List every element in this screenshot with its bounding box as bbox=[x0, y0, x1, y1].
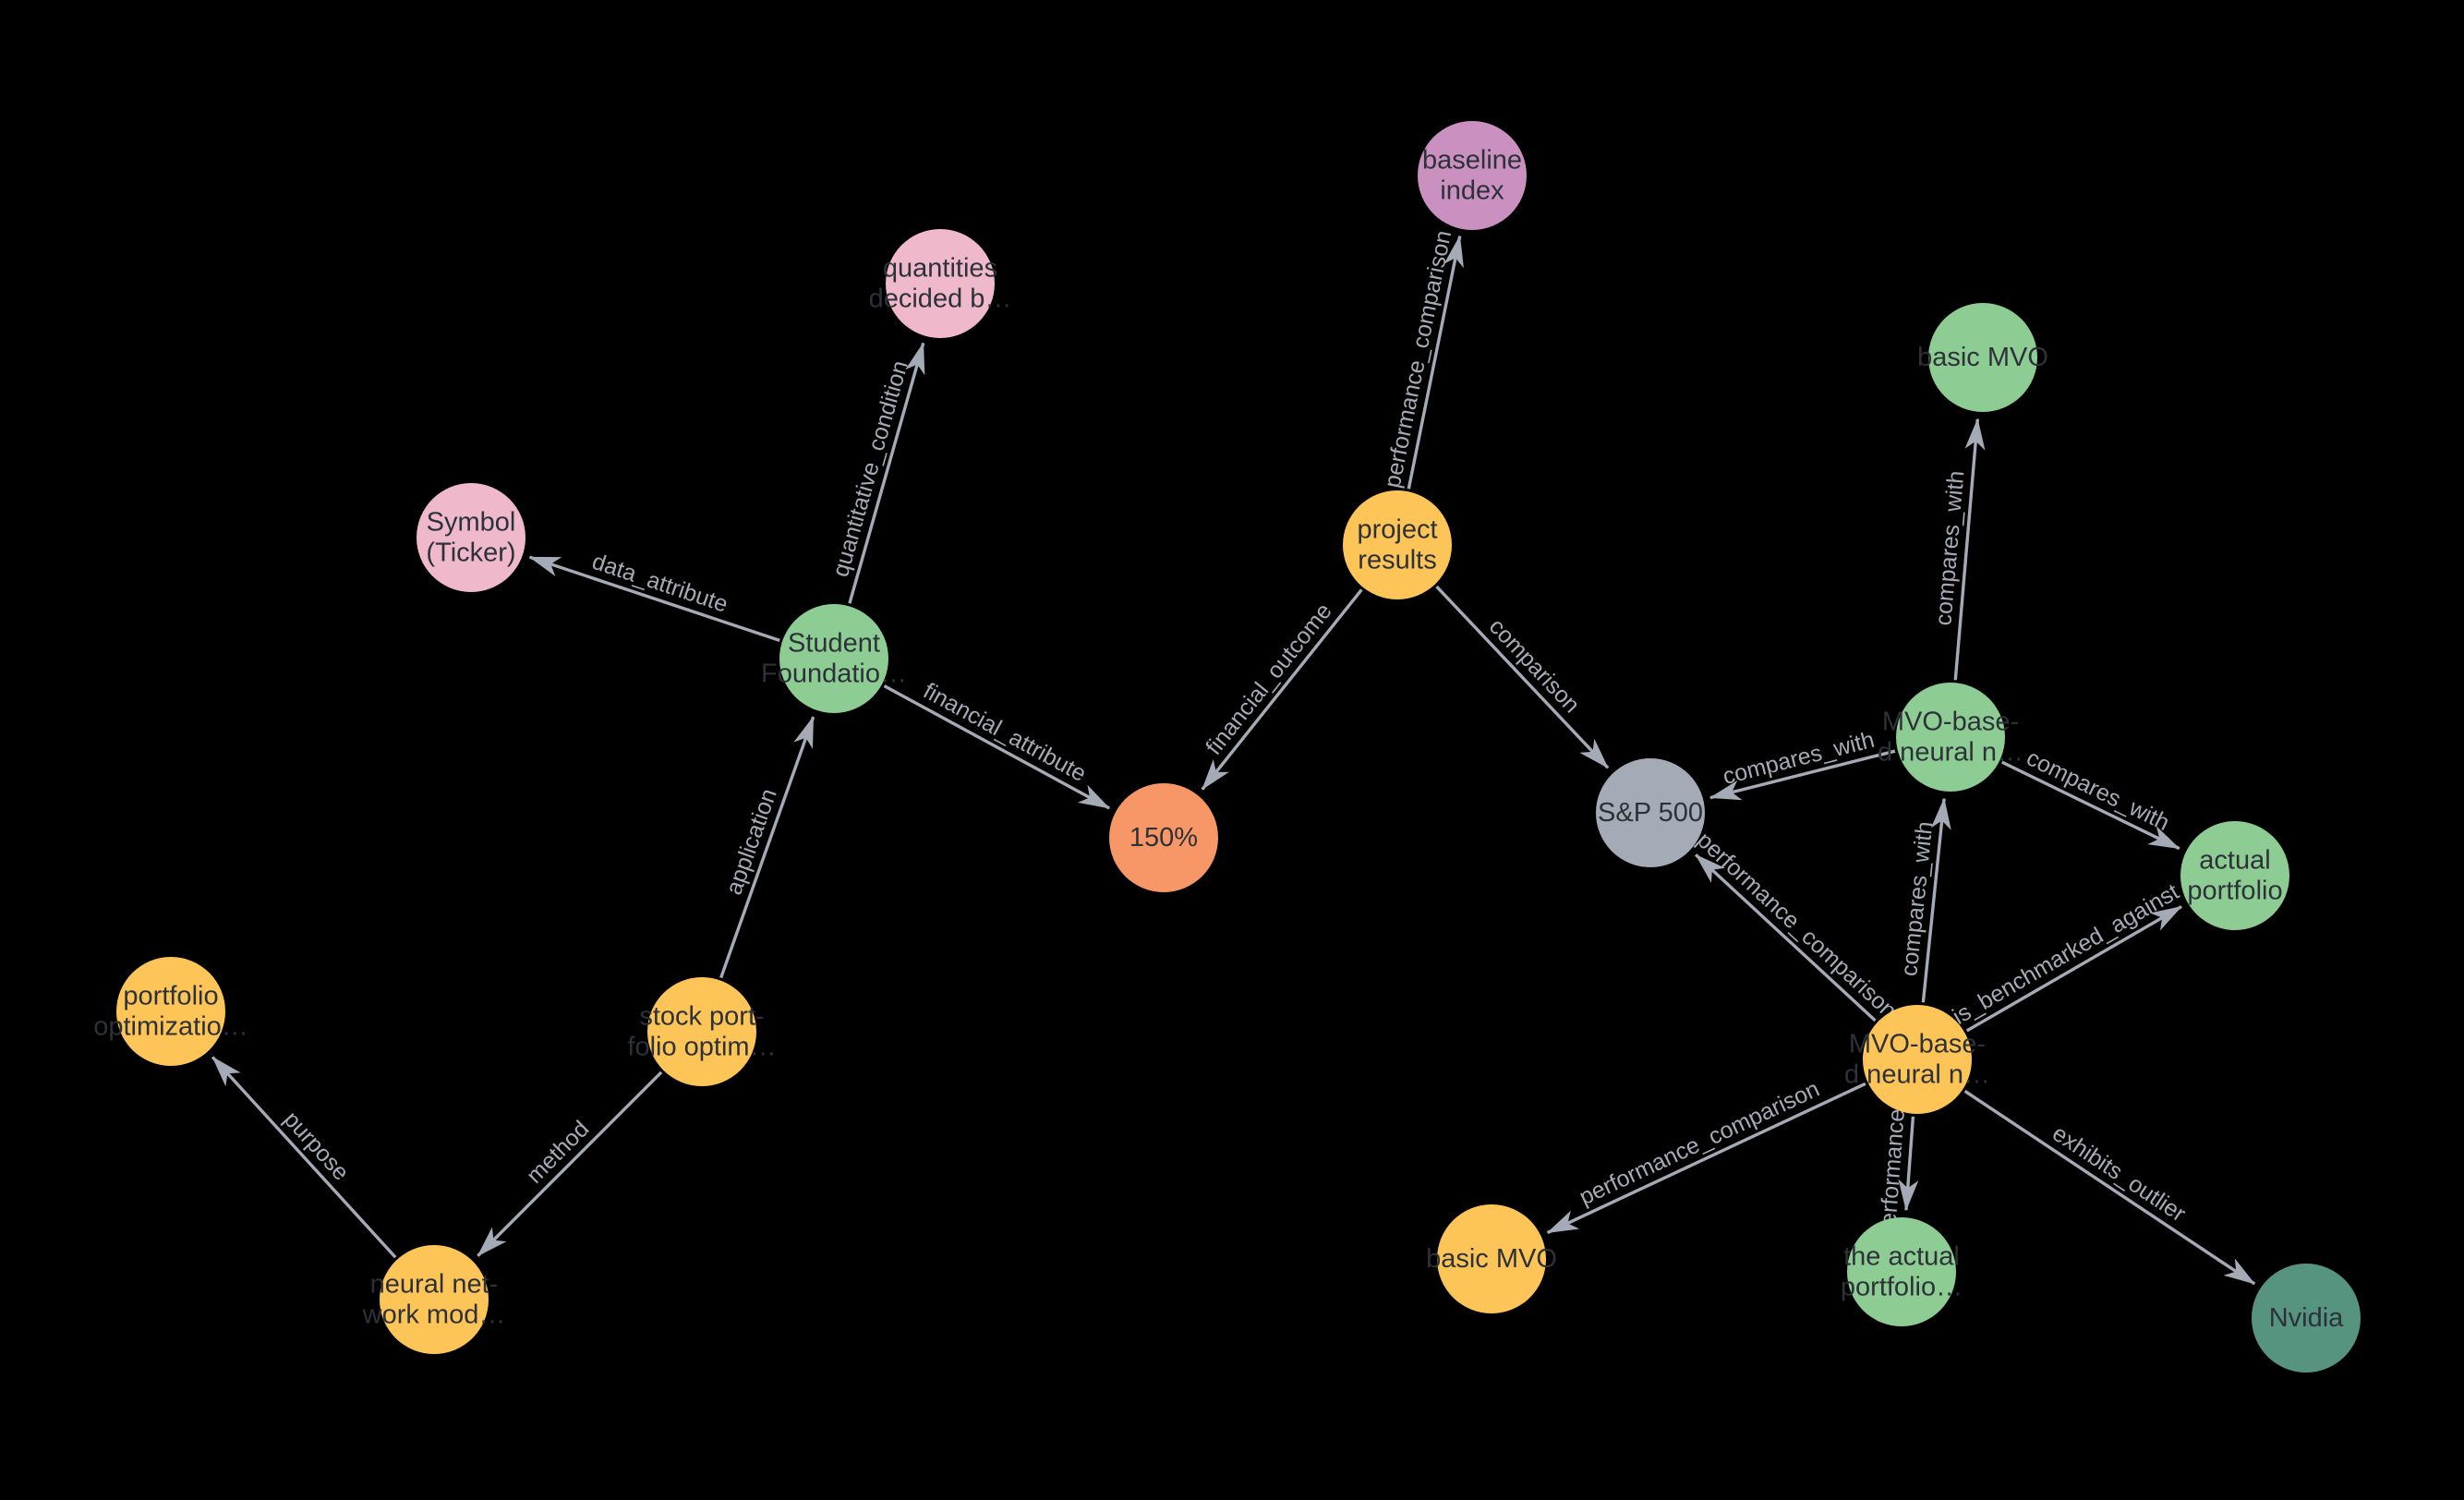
relationship-type-label[interactable]: exhibits_outlier bbox=[2047, 1120, 2190, 1228]
relationship-type-label[interactable]: is_benchmarked_against bbox=[1949, 878, 2184, 1029]
edge-mvo-neural-yellow-to-basic-mvo-bottom[interactable]: performance_comparison bbox=[1546, 1076, 1866, 1235]
node-stock-portfolio-opt[interactable]: stock port-folio optim… bbox=[627, 977, 777, 1086]
relationship-type-label[interactable]: financial_attribute bbox=[919, 678, 1091, 787]
relationship-type-label[interactable]: application bbox=[721, 785, 782, 898]
node-circle-nvidia[interactable] bbox=[2252, 1264, 2361, 1373]
relationship-type-label[interactable]: compares_with bbox=[1721, 727, 1878, 790]
node-circle-symbol-ticker[interactable] bbox=[417, 483, 525, 592]
node-circle-mvo-neural-yellow[interactable] bbox=[1863, 1005, 1972, 1114]
node-pct-150[interactable]: 150% bbox=[1109, 783, 1218, 892]
relationship-type-label[interactable]: quantitative_condition bbox=[827, 357, 913, 579]
edge-mvo-neural-green-to-sp-500[interactable]: compares_with bbox=[1709, 727, 1896, 801]
relationship-arrow[interactable] bbox=[1898, 1116, 1919, 1212]
node-circle-neural-network-model[interactable] bbox=[380, 1245, 489, 1354]
node-circle-mvo-neural-green[interactable] bbox=[1896, 683, 2005, 792]
node-circle-basic-mvo-bottom[interactable] bbox=[1437, 1204, 1546, 1313]
relationship-arrow[interactable] bbox=[1695, 853, 1877, 1022]
relationship-arrow[interactable] bbox=[1963, 1089, 2256, 1286]
relationship-arrow[interactable] bbox=[2000, 760, 2180, 851]
relationship-arrow[interactable] bbox=[719, 716, 815, 979]
edge-stock-portfolio-opt-to-neural-network-model[interactable]: method bbox=[477, 1071, 663, 1257]
edge-mvo-neural-yellow-to-actual-portfolio[interactable]: is_benchmarked_against bbox=[1949, 878, 2184, 1033]
relationship-type-label[interactable]: comparison bbox=[1484, 613, 1585, 718]
node-circle-quantities-decided[interactable] bbox=[886, 229, 995, 338]
relationship-arrow[interactable] bbox=[1709, 749, 1896, 801]
node-sp-500[interactable]: S&P 500 bbox=[1596, 758, 1705, 867]
node-basic-mvo-bottom[interactable]: basic MVO bbox=[1426, 1204, 1557, 1313]
node-mvo-neural-green[interactable]: MVO-base-d neural n… bbox=[1878, 683, 2023, 792]
edge-student-foundation-to-quantities-decided[interactable]: quantitative_condition bbox=[827, 342, 925, 604]
node-nvidia[interactable]: Nvidia bbox=[2252, 1264, 2361, 1373]
relationship-type-label[interactable]: performance_comparison bbox=[1692, 828, 1902, 1024]
relationship-arrow[interactable] bbox=[1953, 417, 1986, 681]
relationship-type-label[interactable]: compares_with bbox=[2023, 744, 2173, 836]
relationship-type-label[interactable]: compares_with bbox=[1930, 470, 1969, 627]
relationship-arrow[interactable] bbox=[1407, 235, 1464, 490]
node-circle-student-foundation[interactable] bbox=[779, 604, 888, 713]
relationship-arrow[interactable] bbox=[528, 555, 780, 643]
node-symbol-ticker[interactable]: Symbol(Ticker) bbox=[417, 483, 525, 592]
edge-student-foundation-to-pct-150[interactable]: financial_attribute bbox=[883, 678, 1111, 810]
edge-project-results-to-pct-150[interactable]: financial_outcome bbox=[1201, 588, 1363, 791]
node-circle-portfolio-optimization[interactable] bbox=[116, 957, 225, 1066]
relationship-arrow[interactable] bbox=[477, 1071, 663, 1257]
node-neural-network-model[interactable]: neural net-work mod… bbox=[362, 1245, 506, 1354]
node-basic-mvo-top[interactable]: basic MVO bbox=[1917, 303, 2048, 412]
edge-stock-portfolio-opt-to-student-foundation[interactable]: application bbox=[719, 716, 815, 979]
edge-mvo-neural-green-to-actual-portfolio[interactable]: compares_with bbox=[2000, 744, 2180, 851]
relationship-type-label[interactable]: performance_comparison bbox=[1576, 1076, 1824, 1211]
edge-mvo-neural-green-to-basic-mvo-top[interactable]: compares_with bbox=[1930, 417, 1986, 681]
edge-student-foundation-to-symbol-ticker[interactable]: data_attribute bbox=[528, 549, 780, 643]
relationship-type-label[interactable]: financial_outcome bbox=[1201, 599, 1337, 760]
node-circle-baseline-index[interactable] bbox=[1418, 121, 1527, 230]
relationship-arrow[interactable] bbox=[848, 342, 925, 604]
relationship-arrow[interactable] bbox=[211, 1056, 397, 1259]
node-circle-sp-500[interactable] bbox=[1596, 758, 1705, 867]
edge-project-results-to-sp-500[interactable]: comparison bbox=[1435, 585, 1610, 769]
edge-neural-network-model-to-portfolio-optimization[interactable]: purpose bbox=[211, 1056, 397, 1259]
relationship-type-label[interactable]: purpose bbox=[279, 1107, 355, 1186]
node-circle-stock-portfolio-opt[interactable] bbox=[647, 977, 756, 1086]
node-circle-actual-portfolio[interactable] bbox=[2180, 821, 2289, 930]
node-circle-basic-mvo-top[interactable] bbox=[1928, 303, 2037, 412]
edge-project-results-to-baseline-index[interactable]: performance_comparison bbox=[1380, 228, 1464, 490]
relationship-arrow[interactable] bbox=[1921, 797, 1951, 1003]
edge-mvo-neural-yellow-to-nvidia[interactable]: exhibits_outlier bbox=[1963, 1089, 2256, 1286]
edge-mvo-neural-yellow-to-mvo-neural-green[interactable]: compares_with bbox=[1896, 797, 1951, 1003]
relationship-arrow[interactable] bbox=[883, 684, 1111, 810]
relationship-arrow[interactable] bbox=[1965, 905, 2182, 1033]
relationship-arrow[interactable] bbox=[1546, 1082, 1866, 1235]
edge-mvo-neural-yellow-to-sp-500[interactable]: performance_comparison bbox=[1692, 828, 1902, 1024]
node-circle-the-actual-portfolio[interactable] bbox=[1847, 1217, 1956, 1326]
node-circle-project-results[interactable] bbox=[1343, 490, 1452, 599]
relationship-arrow[interactable] bbox=[1435, 585, 1610, 769]
relationship-type-label[interactable]: compares_with bbox=[1896, 820, 1938, 977]
relationship-arrow[interactable] bbox=[1201, 588, 1363, 791]
node-circle-pct-150[interactable] bbox=[1109, 783, 1218, 892]
